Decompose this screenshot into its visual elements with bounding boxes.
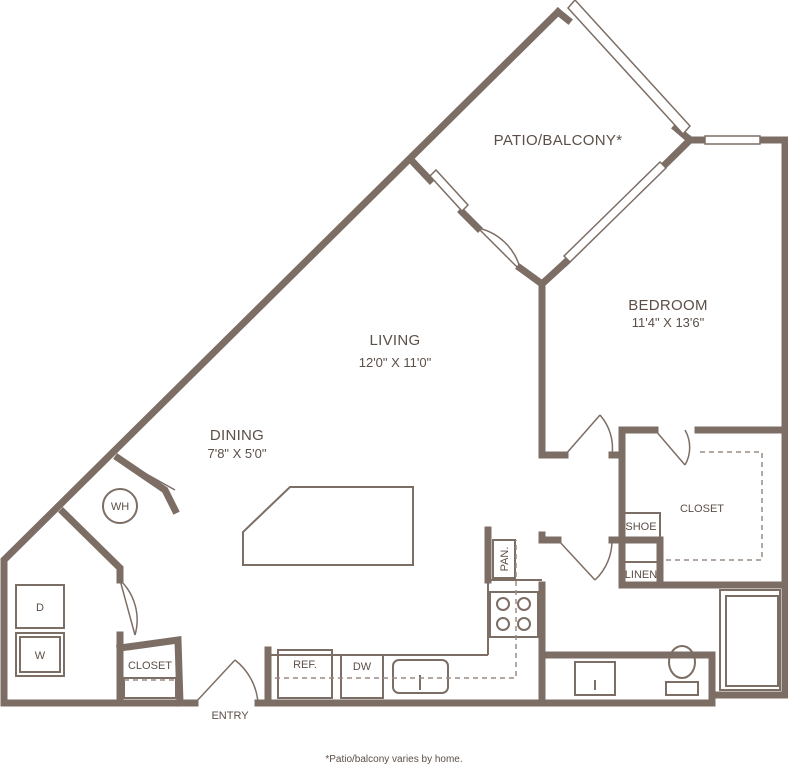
entry-closet-label: CLOSET	[128, 660, 172, 672]
shoe-label: SHOE	[625, 521, 656, 533]
patio-label: PATIO/BALCONY*	[494, 132, 623, 149]
living-dimensions: 12'0" X 11'0"	[359, 355, 432, 370]
water-heater-label: WH	[111, 501, 129, 513]
dining-dimensions: 7'8" X 5'0"	[207, 446, 266, 461]
dishwasher-label: DW	[353, 661, 372, 673]
laundry	[15, 488, 177, 699]
washer-label: W	[35, 650, 46, 662]
windows	[428, 0, 761, 264]
bedroom-dimensions: 11'4" X 13'6"	[632, 315, 705, 330]
footnote: *Patio/balcony varies by home.	[325, 754, 462, 765]
linen-label: LINEN	[625, 569, 657, 581]
pantry-label: PAN.	[499, 547, 511, 572]
interior-walls	[58, 280, 788, 707]
bedroom-label: BEDROOM	[628, 297, 708, 314]
linen-box	[621, 561, 661, 586]
kitchen	[267, 539, 539, 703]
kitchen-island	[242, 486, 414, 566]
closet-rail	[665, 451, 763, 561]
refrigerator-label: REF.	[293, 659, 317, 671]
doors	[117, 227, 691, 704]
living-label: LIVING	[370, 332, 421, 349]
closet-label: CLOSET	[680, 503, 724, 515]
shoe-box	[621, 512, 661, 541]
dining-label: DINING	[210, 427, 264, 444]
entry-label: ENTRY	[211, 710, 249, 722]
dryer-label: D	[36, 602, 44, 614]
bathroom	[574, 589, 781, 696]
